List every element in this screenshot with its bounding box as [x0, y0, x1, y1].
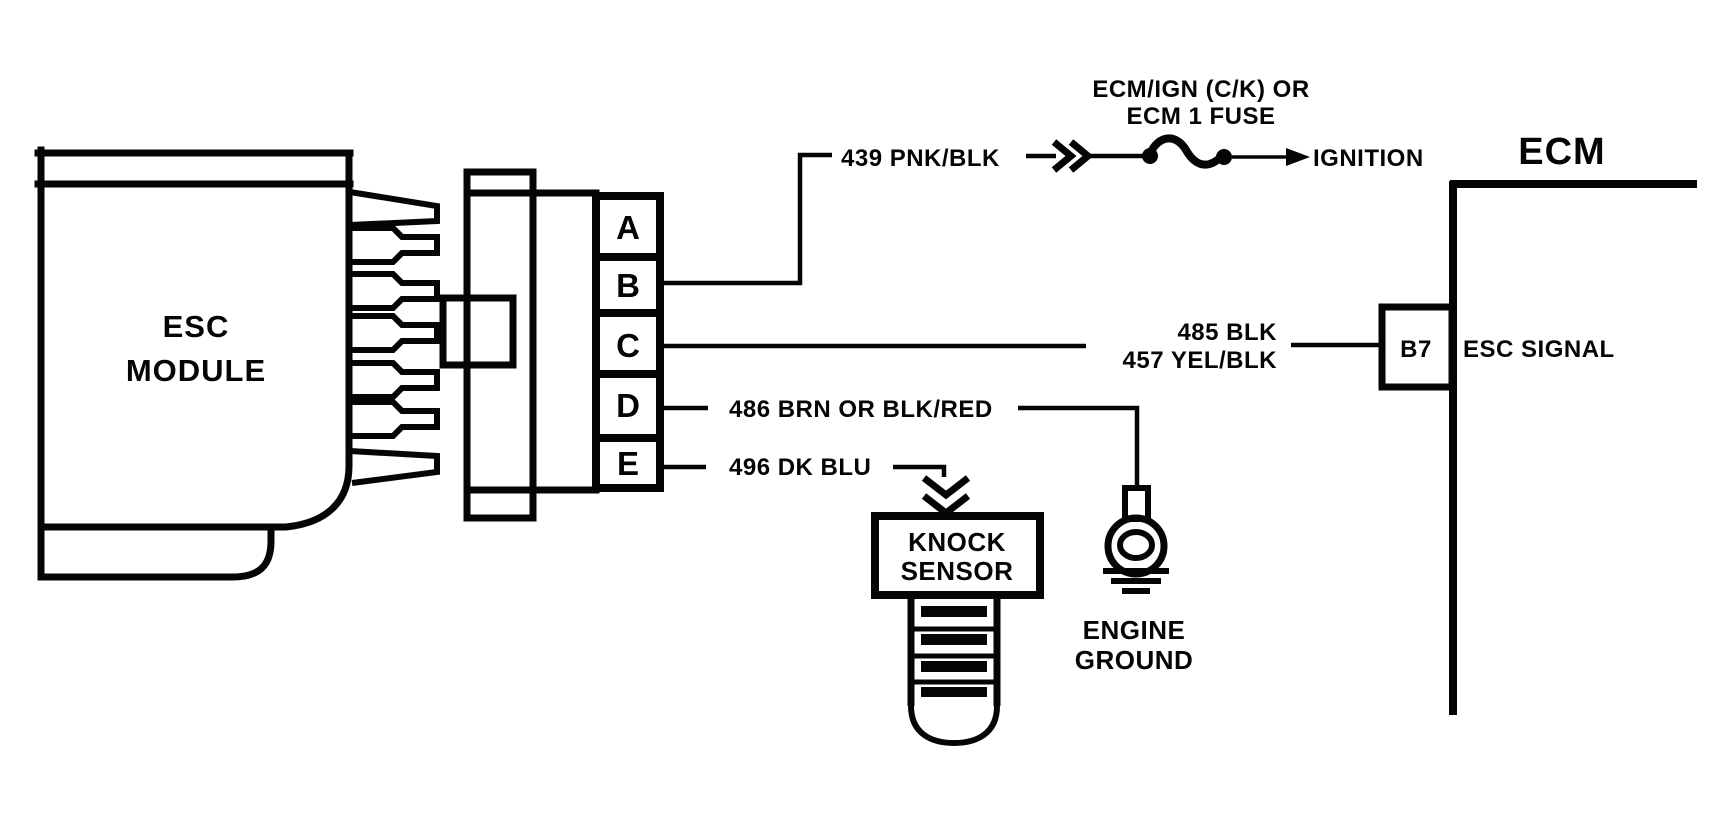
fuse-label-line2: ECM 1 FUSE: [1126, 103, 1275, 130]
pin-label-a: A: [616, 209, 640, 246]
knock-sensor: KNOCK SENSOR: [871, 512, 1044, 747]
ecm-terminal-b7-box: [1378, 303, 1456, 391]
wire-486-label: 486 BRN OR BLK/RED: [729, 396, 993, 423]
ecm-terminal-label: B7: [1400, 336, 1432, 363]
ignition-label: IGNITION: [1313, 145, 1424, 172]
module-connector: A B C D E: [439, 168, 664, 522]
esc-module: ESC MODULE: [34, 146, 440, 581]
esc-signal-label: ESC SIGNAL: [1463, 336, 1615, 363]
module-pin-6: [350, 399, 440, 439]
esc-module-label-line1: ESC: [163, 309, 230, 344]
arrowhead-icon: [1286, 148, 1310, 166]
module-pin-7: [349, 448, 440, 486]
fuse-label-line1: ECM/IGN (C/K) OR: [1092, 76, 1309, 103]
engine-ground: ENGINE GROUND: [1075, 485, 1194, 675]
module-pins: [349, 189, 440, 486]
module-pin-1: [349, 189, 440, 228]
connector-latch: [439, 294, 517, 369]
engine-ground-label-line2: GROUND: [1075, 645, 1194, 675]
fuse-symbol-icon: [1088, 134, 1232, 169]
module-pin-4: [350, 313, 440, 353]
module-pin-2: [350, 225, 440, 265]
wire-457-label: 457 YEL/BLK: [1123, 347, 1278, 374]
ecm-title: ECM: [1518, 131, 1605, 173]
engine-ground-label-line1: ENGINE: [1083, 615, 1186, 645]
knock-sensor-label-line1: KNOCK: [908, 527, 1006, 557]
knock-sensor-bolt: [907, 595, 1001, 747]
pin-label-e: E: [617, 445, 639, 482]
module-pin-5: [350, 360, 440, 400]
ground-symbol-icon: [1103, 568, 1169, 594]
pin-label-c: C: [616, 327, 640, 364]
wire-485-457: 485 BLK 457 YEL/BLK: [660, 319, 1384, 374]
wire-496-label: 496 DK BLU: [729, 454, 871, 481]
module-pin-3: [350, 271, 440, 311]
wire-439-pnk-blk: 439 PNK/BLK IGNITION ECM/IGN (C/K) OR EC…: [660, 76, 1424, 286]
inline-connector-chevron-icon: [1051, 139, 1094, 173]
wire-486-brn: 486 BRN OR BLK/RED: [660, 396, 1140, 487]
pin-label-b: B: [616, 267, 640, 304]
esc-module-label-line2: MODULE: [126, 353, 266, 388]
pin-label-d: D: [616, 387, 640, 424]
wire-439-label: 439 PNK/BLK: [841, 145, 1000, 172]
wire-485-label: 485 BLK: [1177, 319, 1277, 346]
knock-sensor-label-line2: SENSOR: [901, 556, 1014, 586]
pin-cavity-column: A B C D E: [592, 192, 664, 492]
ecm: ECM B7 ESC SIGNAL: [1378, 131, 1697, 715]
wire-496-dkblu: 496 DK BLU: [660, 454, 971, 518]
ring-terminal-icon: [1104, 485, 1168, 578]
inline-connector-down-chevron-icon: [921, 475, 971, 518]
